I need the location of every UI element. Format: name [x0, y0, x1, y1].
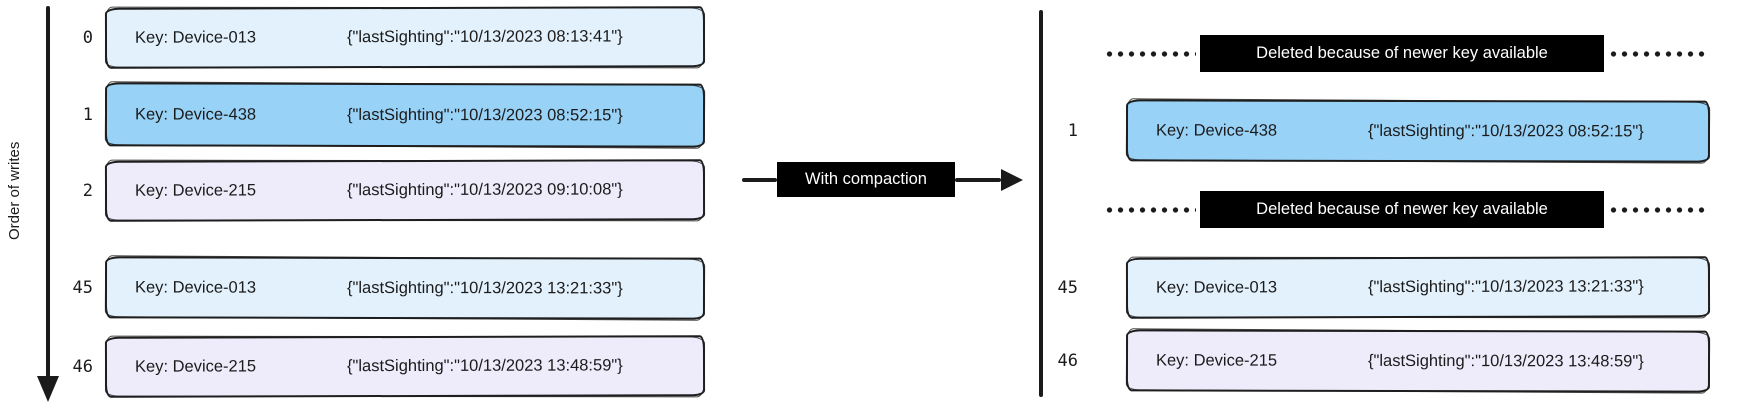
record-value: {"lastSighting":"10/13/2023 13:48:59"} [1367, 351, 1644, 370]
write-order-number: 46 [72, 356, 93, 377]
connector-line [742, 177, 777, 182]
record-box: Key: Device-438 {"lastSighting":"10/13/2… [1125, 99, 1711, 163]
record-box: Key: Device-013 {"lastSighting":"10/13/2… [104, 6, 706, 69]
record-key: Key: Device-438 [1155, 120, 1278, 140]
dotted-line [1104, 206, 1196, 213]
record-key: Key: Device-215 [1155, 350, 1278, 370]
write-order-number: 45 [72, 278, 93, 298]
order-of-writes-arrow [46, 6, 50, 378]
record-value: {"lastSighting":"10/13/2023 08:52:15"} [1367, 121, 1644, 140]
record-key: Key: Device-438 [134, 104, 257, 124]
write-order-number: 45 [1057, 277, 1078, 298]
record-value: {"lastSighting":"10/13/2023 08:52:15"} [346, 105, 623, 124]
write-order-number: 0 [82, 27, 93, 48]
dotted-line [1608, 206, 1706, 213]
record-key: Key: Device-013 [134, 277, 257, 297]
write-order-number: 46 [1057, 351, 1078, 371]
record-key: Key: Device-013 [1155, 278, 1278, 297]
compacted-log-axis-line [1039, 10, 1043, 397]
log-record-row: 46 Key: Device-215 {"lastSighting":"10/1… [1048, 329, 1711, 393]
record-value: {"lastSighting":"10/13/2023 13:48:59"} [346, 356, 623, 376]
record-value: {"lastSighting":"10/13/2023 13:21:33"} [1367, 277, 1644, 297]
log-record-row: 46 Key: Device-215 {"lastSighting":"10/1… [55, 335, 706, 398]
deleted-record-row: Deleted because of newer key available [1104, 191, 1706, 228]
deleted-label: Deleted because of newer key available [1200, 191, 1604, 228]
record-box: Key: Device-215 {"lastSighting":"10/13/2… [1125, 329, 1711, 393]
with-compaction-connector: With compaction [742, 162, 1023, 197]
order-of-writes-label: Order of writes [6, 141, 23, 240]
down-arrowhead-icon [37, 376, 59, 402]
log-record-row: 45 Key: Device-013 {"lastSighting":"10/1… [55, 256, 706, 320]
record-box: Key: Device-013 {"lastSighting":"10/13/2… [1125, 256, 1711, 319]
dotted-line [1104, 50, 1196, 57]
record-value: {"lastSighting":"10/13/2023 13:21:33"} [346, 278, 623, 297]
right-arrowhead-icon [1001, 168, 1023, 191]
log-record-row: 2 Key: Device-215 {"lastSighting":"10/13… [55, 159, 706, 222]
record-box: Key: Device-438 {"lastSighting":"10/13/2… [104, 82, 706, 148]
record-box: Key: Device-215 {"lastSighting":"10/13/2… [104, 159, 706, 222]
log-record-row: 1 Key: Device-438 {"lastSighting":"10/13… [55, 82, 706, 148]
dotted-line [1608, 50, 1706, 57]
write-order-number: 1 [82, 105, 93, 125]
connector-line [955, 177, 1001, 182]
log-record-row: 0 Key: Device-013 {"lastSighting":"10/13… [55, 6, 706, 69]
record-key: Key: Device-013 [134, 28, 257, 47]
with-compaction-label: With compaction [777, 162, 955, 197]
record-key: Key: Device-215 [134, 357, 257, 376]
record-value: {"lastSighting":"10/13/2023 09:10:08"} [346, 180, 623, 200]
write-order-number: 1 [1067, 121, 1078, 141]
record-box: Key: Device-013 {"lastSighting":"10/13/2… [104, 256, 706, 320]
record-box: Key: Device-215 {"lastSighting":"10/13/2… [104, 335, 706, 398]
deleted-label: Deleted because of newer key available [1200, 35, 1604, 72]
write-order-number: 2 [82, 180, 93, 201]
log-record-row: 1 Key: Device-438 {"lastSighting":"10/13… [1048, 99, 1711, 163]
record-key: Key: Device-215 [134, 181, 257, 200]
deleted-record-row: Deleted because of newer key available [1104, 35, 1706, 72]
log-record-row: 45 Key: Device-013 {"lastSighting":"10/1… [1048, 256, 1711, 319]
record-value: {"lastSighting":"10/13/2023 08:13:41"} [346, 27, 623, 47]
